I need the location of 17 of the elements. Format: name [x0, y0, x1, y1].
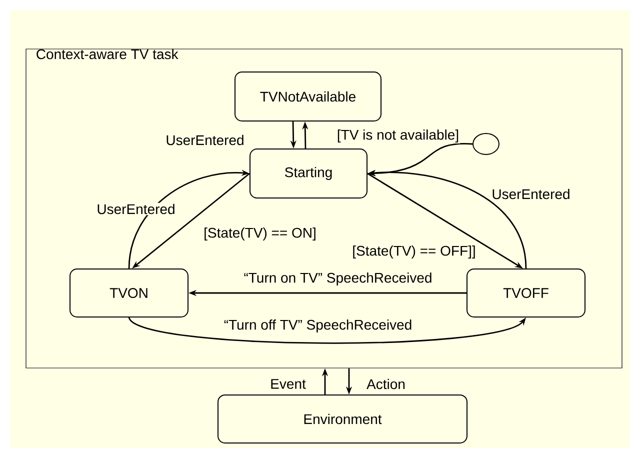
- edge-label: [State(TV) == ON]: [202, 226, 318, 242]
- edge-label: “Turn off TV” SpeechReceived: [222, 318, 414, 334]
- edge-label: UserEntered: [96, 202, 176, 216]
- state-box: TVON: [70, 268, 188, 318]
- edge-label: [TV is not available]: [336, 128, 460, 144]
- edge-label: [State(TV) == OFF]]: [351, 244, 477, 260]
- edge-label: Event: [269, 378, 307, 390]
- arrow: [128, 316, 526, 344]
- edge-label: “Turn on TV” SpeechReceived: [242, 271, 434, 287]
- circle-node: [472, 133, 500, 155]
- edge-label: UserEntered: [490, 188, 572, 200]
- state-box: TVNotAvailable: [234, 72, 382, 122]
- state-box: Environment: [218, 394, 468, 444]
- edge-label: Action: [366, 378, 406, 390]
- edge-label: UserEntered: [164, 134, 246, 146]
- state-box: TVOFF: [466, 268, 586, 318]
- state-box: Starting: [250, 148, 368, 198]
